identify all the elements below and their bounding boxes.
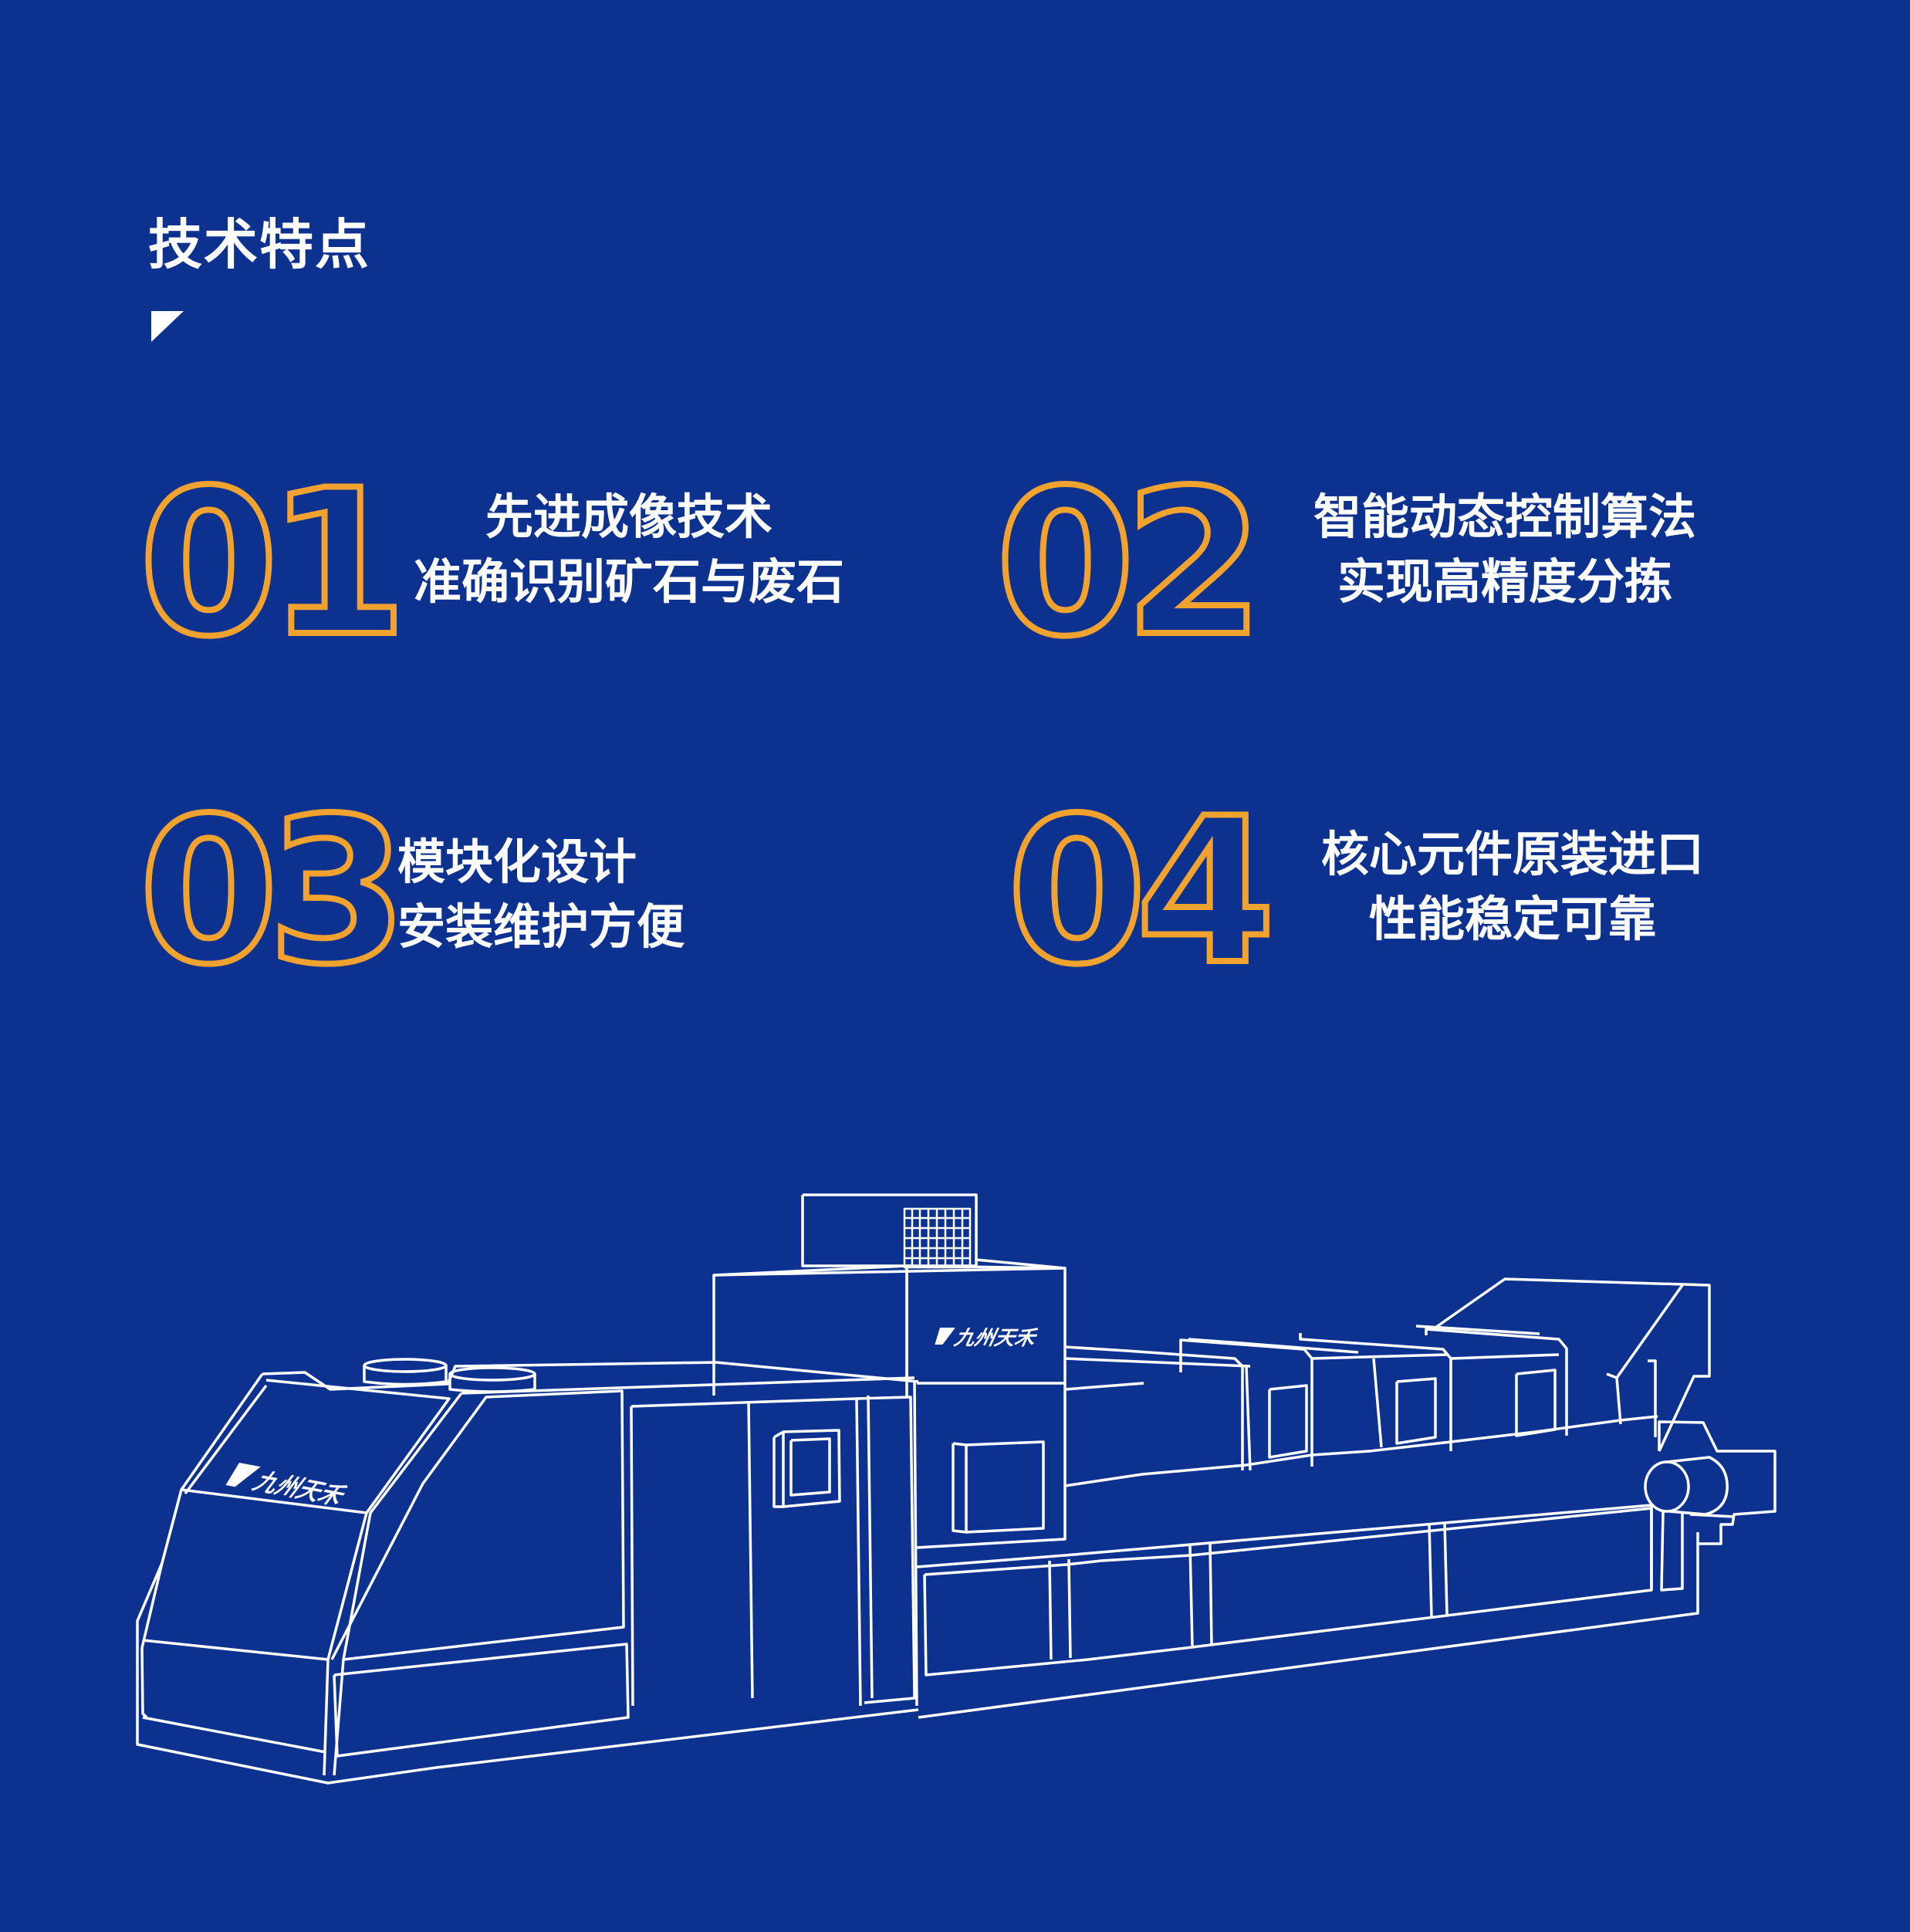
machine-top-vents (363, 1358, 536, 1393)
feature-description: 智能动态控制算法 实现高精度分拣 (1273, 485, 1736, 614)
feature-description: 模块化设计 安装维护方便 (397, 830, 685, 959)
feature-line-2: 性能稳定可靠 (1368, 891, 1656, 947)
feature-line-2: 准确识别矿石与废石 (413, 553, 844, 610)
feature-line-2: 实现高精度分拣 (1337, 553, 1672, 610)
feature-number-03: 03 (136, 773, 411, 1012)
machine-main-panels (630, 1381, 918, 1707)
machine-control-tower (712, 1193, 1067, 1549)
machine-ejector-modules (1064, 1325, 1658, 1487)
feature-description: 核心元件原装进口 性能稳定可靠 (1281, 822, 1744, 952)
feature-line-1: 核心元件原装进口 (1320, 826, 1704, 882)
feature-line-2: 安装维护方便 (397, 898, 685, 955)
machine-drive-roller (1644, 1420, 1776, 1592)
outlined-number: 03 (139, 776, 397, 1009)
feature-number-02: 02 (992, 445, 1267, 684)
feature-line-1: 先进成像技术 (485, 489, 772, 545)
sorting-machine-illustration: 九州天禾 九州天禾 (0, 1158, 1910, 1814)
outlined-number: 04 (1007, 776, 1268, 1009)
machine-conveyor-body (916, 1504, 1699, 1719)
svg-text:九州天禾: 九州天禾 (952, 1327, 1040, 1350)
machine-front-hood (136, 1361, 919, 1785)
corner-triangle-icon (151, 311, 184, 342)
feature-number-04: 04 (1004, 773, 1282, 1012)
feature-number-01: 01 (136, 445, 411, 684)
section-title: 技术特点 (148, 213, 370, 276)
outlined-number: 02 (996, 448, 1253, 681)
feature-line-1: 模块化设计 (397, 834, 637, 890)
feature-description: 先进成像技术 准确识别矿石与废石 (397, 485, 860, 614)
brand-logo-tower: 九州天禾 (935, 1327, 1040, 1350)
machine-feed-hopper (1434, 1277, 1711, 1452)
feature-line-1: 智能动态控制算法 (1313, 489, 1696, 545)
vent-grille-icon (903, 1207, 972, 1269)
outlined-number: 01 (139, 448, 397, 681)
